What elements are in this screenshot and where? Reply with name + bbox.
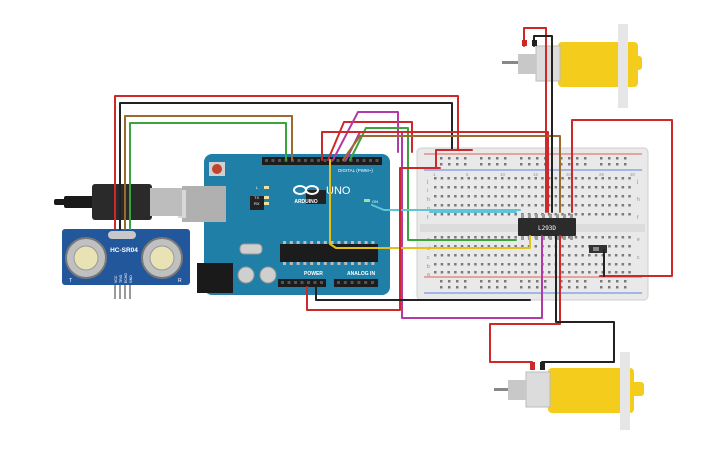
analog-header bbox=[334, 279, 378, 287]
wires bbox=[114, 27, 673, 363]
capacitor bbox=[259, 266, 277, 284]
breadboard-column-numbers: 1 5 10 15 20 25 30 bbox=[433, 172, 636, 177]
sensor-label: HC-SR04 bbox=[110, 247, 138, 254]
wire-brown bbox=[124, 115, 293, 230]
wire-brown-2 bbox=[342, 135, 561, 213]
wire-motor-bot-black bbox=[541, 235, 615, 363]
svg-text:i: i bbox=[427, 188, 428, 194]
svg-text:j: j bbox=[636, 179, 638, 185]
arduino-uno-board[interactable]: ARDUINO UNO DIGITAL (PWM~) POWER ANALOG … bbox=[178, 154, 390, 295]
slide-switch[interactable] bbox=[589, 245, 607, 253]
svg-text:1: 1 bbox=[433, 172, 436, 177]
svg-text:b: b bbox=[427, 264, 430, 270]
wire-red-4 bbox=[306, 167, 441, 311]
analog-label: ANALOG IN bbox=[347, 271, 375, 277]
svg-text:T: T bbox=[69, 278, 72, 284]
svg-text:L: L bbox=[256, 185, 259, 190]
svg-text:a: a bbox=[427, 272, 430, 278]
svg-text:RX: RX bbox=[254, 201, 260, 206]
wire-magenta-2 bbox=[345, 131, 543, 319]
wire-yellow bbox=[329, 159, 531, 249]
breadboard-top-rail bbox=[424, 153, 642, 171]
svg-text:f: f bbox=[637, 215, 639, 221]
arduino-model: UNO bbox=[326, 185, 351, 197]
svg-text:10: 10 bbox=[500, 172, 506, 177]
svg-text:e: e bbox=[637, 237, 640, 243]
atmega-chip bbox=[280, 244, 378, 262]
svg-text:30: 30 bbox=[630, 172, 636, 177]
svg-text:25: 25 bbox=[599, 172, 605, 177]
wire-green bbox=[129, 122, 287, 230]
svg-text:TRIG: TRIG bbox=[119, 274, 123, 283]
svg-text:15: 15 bbox=[533, 172, 539, 177]
power-jack bbox=[197, 263, 233, 293]
wire-black-2 bbox=[315, 286, 531, 301]
chip-label: L293D bbox=[538, 225, 556, 232]
svg-text:ON: ON bbox=[372, 199, 378, 204]
wire-green-2 bbox=[349, 127, 517, 241]
wire-cyan bbox=[371, 204, 521, 211]
ultrasonic-sensor[interactable]: HC-SR04 T R VCC TRIG ECHO GND bbox=[54, 184, 190, 299]
wire-motor-top-red bbox=[523, 27, 547, 213]
motor-bottom[interactable] bbox=[494, 352, 644, 430]
capacitor bbox=[237, 266, 255, 284]
motor-top[interactable] bbox=[502, 24, 642, 108]
svg-text:c: c bbox=[427, 255, 430, 261]
svg-text:GND: GND bbox=[129, 275, 133, 283]
svg-text:h: h bbox=[427, 197, 430, 203]
svg-text:R: R bbox=[178, 278, 182, 284]
wire-red-3 bbox=[321, 131, 549, 213]
svg-text:ECHO: ECHO bbox=[124, 273, 128, 283]
power-label: POWER bbox=[304, 271, 323, 277]
wire-red-left bbox=[435, 149, 473, 169]
reset-button[interactable] bbox=[212, 164, 222, 174]
l293d-chip[interactable]: L293D bbox=[518, 214, 576, 240]
arduino-logo-icon bbox=[293, 185, 319, 195]
svg-text:f: f bbox=[427, 215, 429, 221]
wire-motor-bot-red bbox=[489, 235, 561, 363]
svg-text:20: 20 bbox=[566, 172, 572, 177]
svg-text:c: c bbox=[637, 255, 640, 261]
wire-red-right bbox=[571, 119, 673, 277]
status-leds: L TX RX ON bbox=[254, 185, 378, 206]
usb-cable-connector bbox=[54, 184, 182, 220]
arduino-brand: ARDUINO bbox=[294, 199, 317, 205]
sensor-pins bbox=[114, 285, 131, 299]
svg-text:h: h bbox=[637, 197, 640, 203]
svg-text:j: j bbox=[426, 179, 428, 185]
wire-motor-top-black bbox=[533, 35, 553, 213]
svg-text:TX: TX bbox=[254, 195, 259, 200]
breadboard-bottom-rail bbox=[424, 276, 642, 294]
svg-text:VCC: VCC bbox=[114, 275, 118, 283]
sensor-pin-labels: VCC TRIG ECHO GND bbox=[114, 273, 133, 283]
digital-label: DIGITAL (PWM~) bbox=[338, 168, 373, 173]
wire-red bbox=[114, 95, 459, 230]
usb-port bbox=[182, 186, 226, 222]
svg-text:5: 5 bbox=[466, 172, 469, 177]
